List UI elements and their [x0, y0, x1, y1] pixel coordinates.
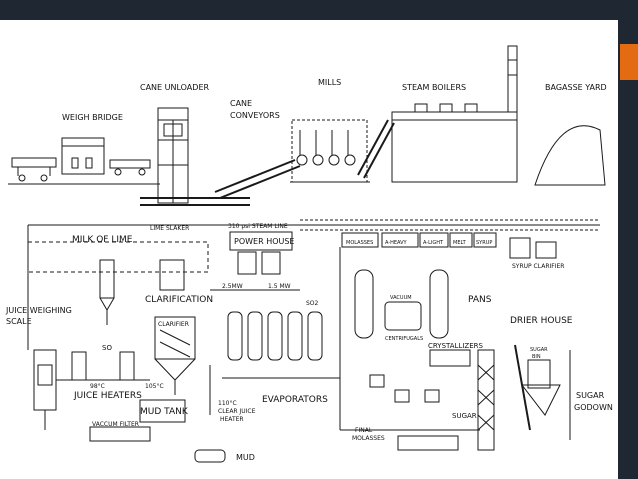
label-crystallizers: CRYSTALLIZERS: [428, 342, 483, 350]
label-a-heavy: A-HEAVY: [385, 240, 408, 246]
label-molasses: MOLASSES: [346, 240, 373, 246]
label-mud: MUD: [236, 453, 255, 462]
label-melt: MELT: [453, 240, 467, 246]
cane-unloader: [157, 107, 189, 204]
label-pans: PANS: [468, 295, 492, 305]
bagasse-pile: [534, 125, 606, 186]
label-cane-conveyors-2: CONVEYORS: [230, 111, 280, 120]
slide-accent-bar: [620, 44, 638, 80]
label-bagasse-yard: BAGASSE YARD: [545, 83, 607, 92]
label-power-house: POWER HOUSE: [234, 237, 295, 246]
label-so2-left: SO: [102, 344, 112, 352]
label-sugar-bin-2: BIN: [532, 354, 541, 360]
label-clear-juice: CLEAR JUICE: [218, 408, 256, 415]
crystallizers: [369, 349, 471, 451]
label-steam-line: 310 psi STEAM LINE: [228, 223, 288, 230]
label-milk-of-lime: MILK OF LIME: [72, 235, 133, 245]
label-cane-unloader: CANE UNLOADER: [140, 83, 209, 92]
weigh-bridge: [8, 137, 160, 185]
mud-tank: [89, 399, 226, 463]
label-vacuum-pans: VACUUM: [390, 295, 412, 301]
mills: [290, 119, 370, 183]
label-syrup: SYRUP: [476, 240, 492, 246]
evaporators: [222, 311, 340, 379]
label-a-light: A-LIGHT: [423, 240, 444, 246]
label-sugar-bin: SUGAR: [530, 347, 548, 353]
label-final-molasses: FINAL: [355, 427, 373, 434]
process-lines: [27, 224, 600, 431]
label-mills: MILLS: [318, 78, 341, 87]
drier-house: [477, 344, 571, 451]
diagram-labels: WEIGH BRIDGE CANE UNLOADER CANE CONVEYOR…: [5, 78, 613, 462]
label-evaporators: EVAPORATORS: [262, 395, 328, 405]
label-lime-slaker: LIME SLAKER: [150, 225, 189, 232]
label-sugar-godown-2: GODOWN: [574, 403, 613, 412]
label-juice-weighing: JUICE WEIGHING: [5, 306, 72, 315]
label-temp-right: 105°C: [145, 383, 164, 390]
label-clarifier: CLARIFIER: [158, 321, 189, 328]
cane-conveyors: [140, 159, 301, 206]
vacuum-pans: [341, 232, 497, 339]
label-cane-conveyors: CANE: [230, 99, 252, 108]
milk-of-lime: [27, 241, 209, 325]
label-final-molasses-2: MOLASSES: [352, 435, 385, 442]
juice-weighing-scale: [33, 349, 57, 430]
label-clarification: CLARIFICATION: [145, 295, 213, 305]
label-so2-right: SO2: [306, 300, 319, 307]
label-vacuum-filter: VACCUM FILTER: [92, 421, 139, 428]
label-mw-right: 1.5 MW: [268, 283, 291, 290]
sugar-mill-process-diagram: WEIGH BRIDGE CANE UNLOADER CANE CONVEYOR…: [5, 45, 613, 463]
label-temp-evap: 110°C: [218, 400, 237, 407]
label-mw-left: 2.5MW: [222, 283, 243, 290]
syrup-clarifier: [509, 237, 557, 259]
label-weigh-bridge: WEIGH BRIDGE: [62, 113, 123, 122]
steam-boilers: [357, 45, 518, 183]
label-sugar: SUGAR: [452, 412, 477, 420]
label-sugar-godown: SUGAR: [576, 391, 605, 400]
diagram-sheet: WEIGH BRIDGE CANE UNLOADER CANE CONVEYOR…: [0, 20, 618, 479]
label-steam-boilers: STEAM BOILERS: [402, 83, 466, 92]
label-centrifugals: CENTRIFUGALS: [385, 336, 423, 342]
label-syrup-clarifier: SYRUP CLARIFIER: [512, 263, 564, 270]
clarifier: [154, 316, 196, 395]
label-clear-juice-heater: HEATER: [220, 416, 244, 423]
label-juice-heaters: JUICE HEATERS: [73, 391, 142, 401]
label-juice-weighing-scale: SCALE: [6, 317, 32, 326]
juice-heaters: [56, 351, 150, 381]
power-house: [210, 219, 600, 291]
label-drier-house: DRIER HOUSE: [510, 316, 573, 326]
label-mud-tank: MUD TANK: [140, 407, 189, 417]
label-temp-left: 98°C: [90, 383, 105, 390]
